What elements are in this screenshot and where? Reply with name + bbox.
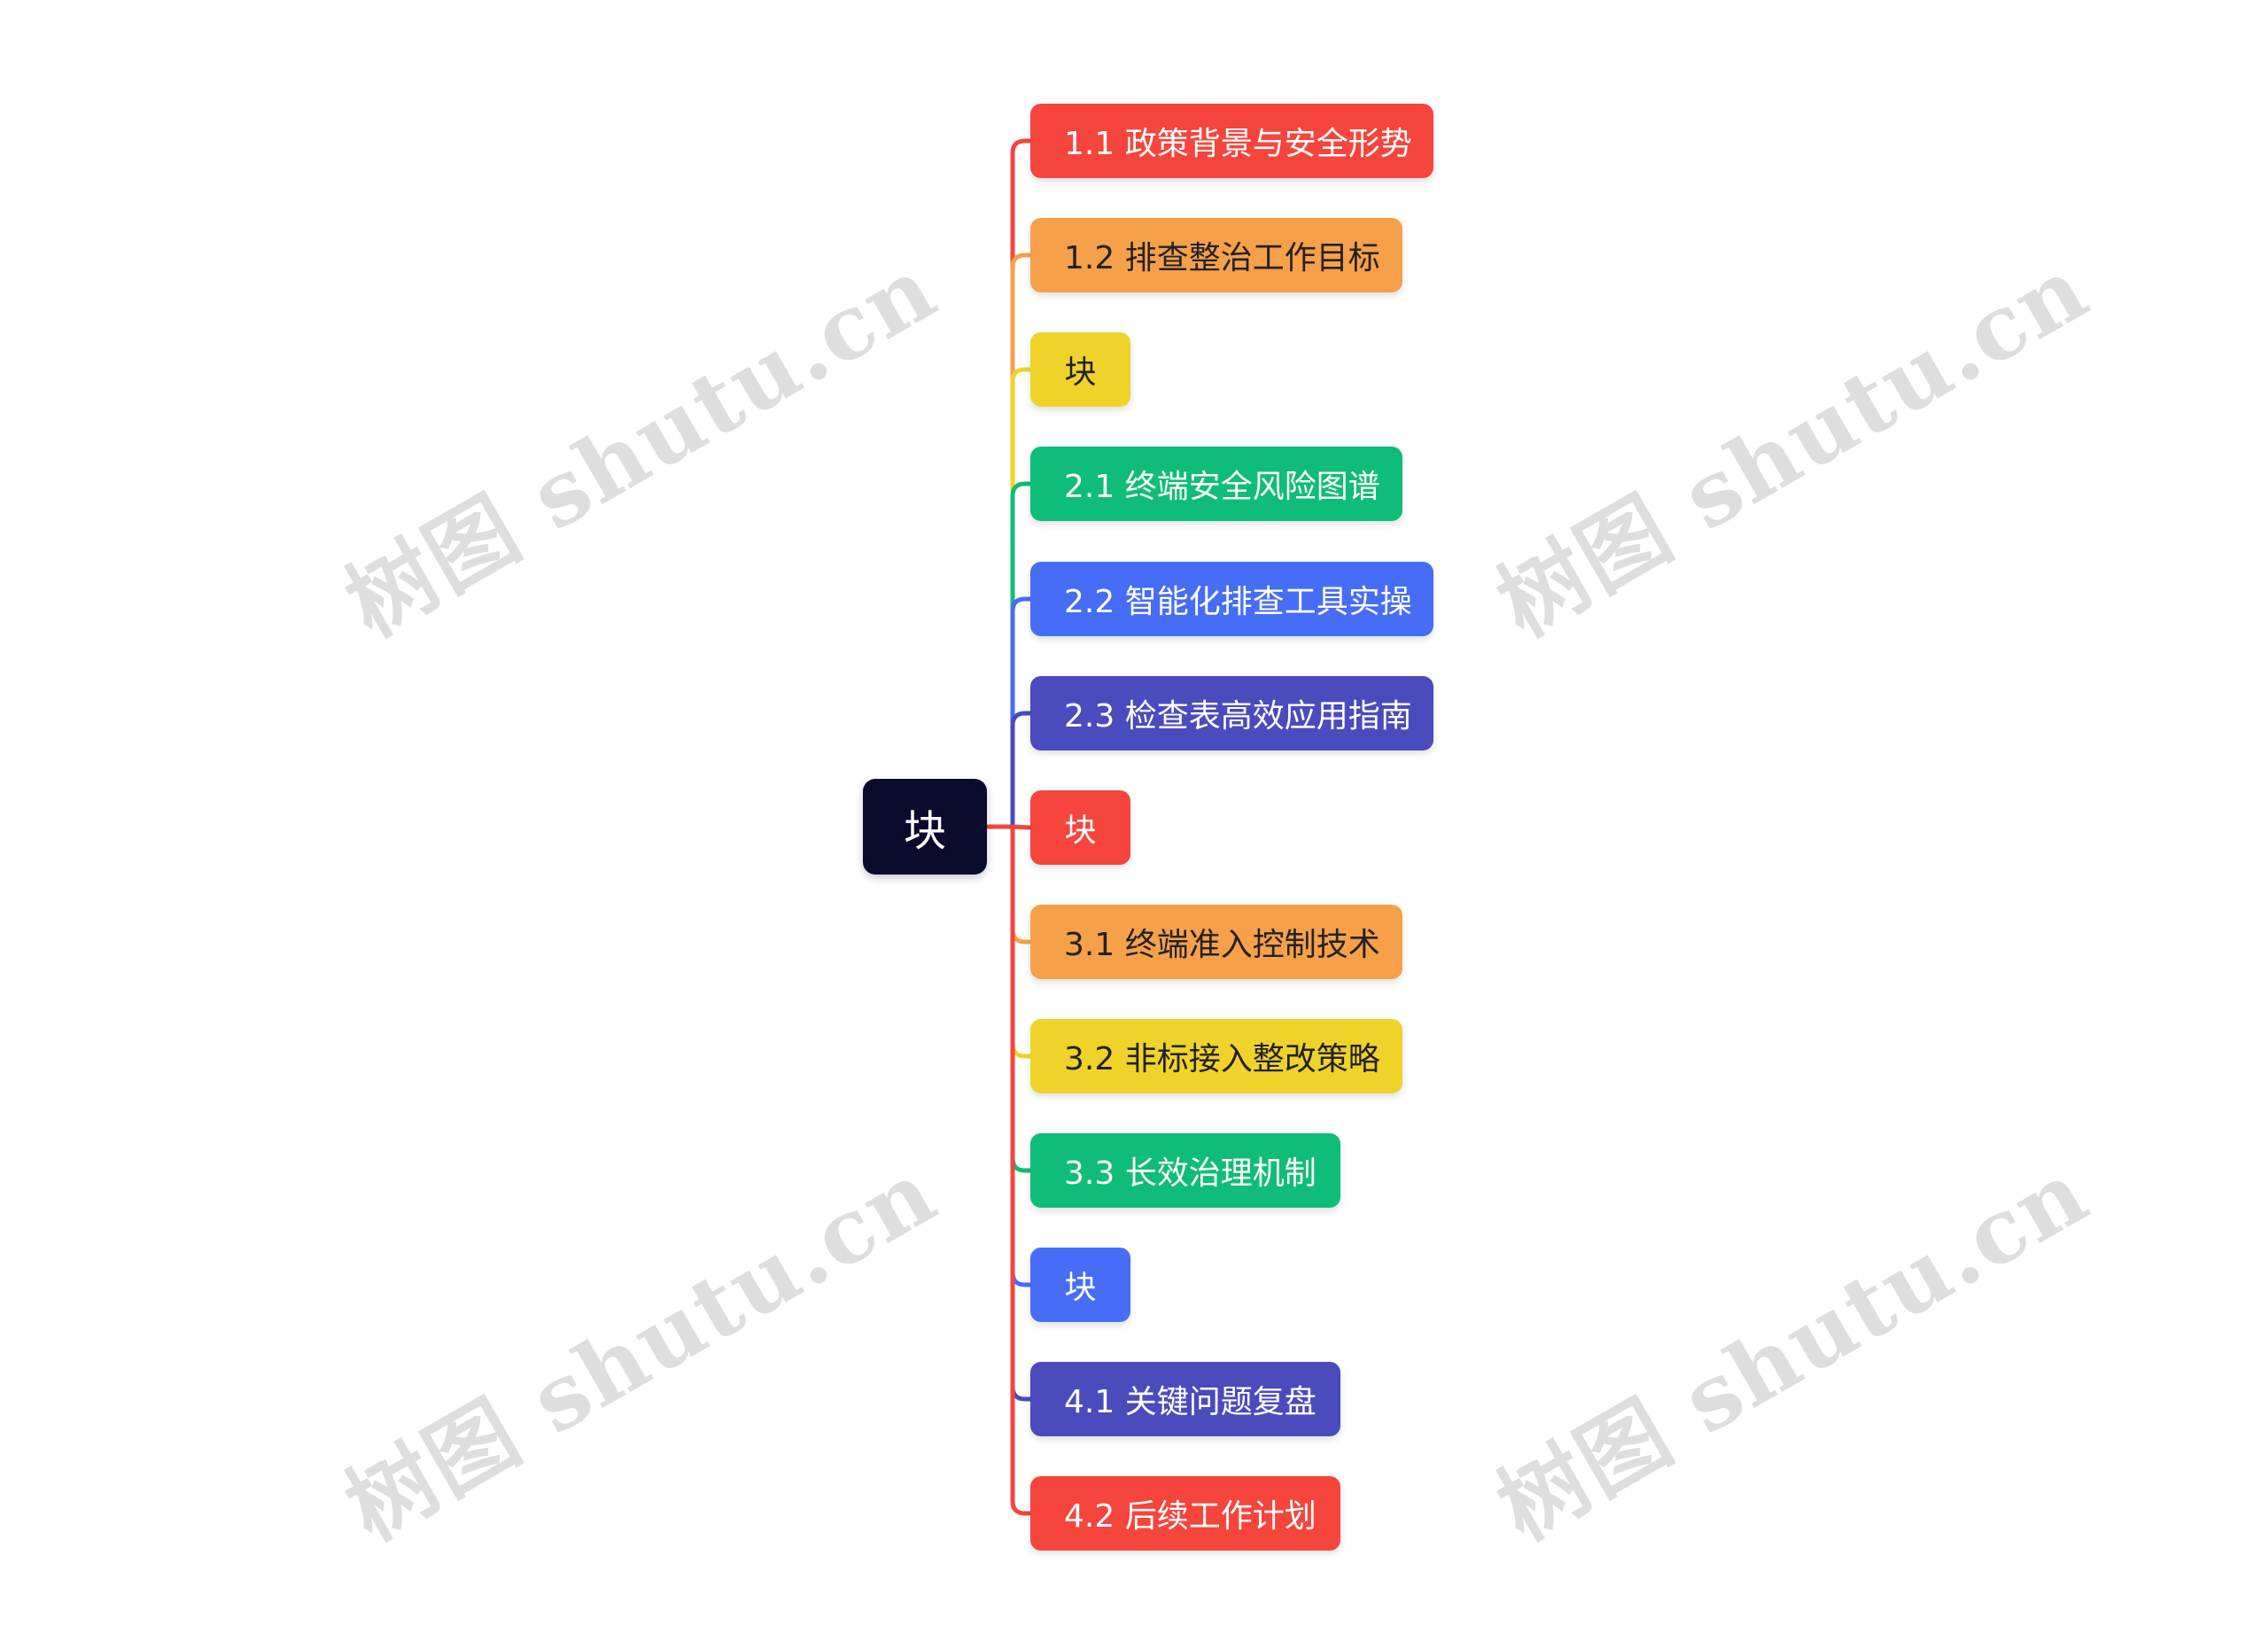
branch-connector bbox=[1010, 711, 1033, 829]
branch-connector bbox=[1010, 596, 1033, 829]
branch-node-label: 4.2 后续工作计划 bbox=[1064, 1498, 1317, 1535]
branch-connector bbox=[1010, 824, 1033, 1402]
branch-connector bbox=[1010, 824, 1033, 1173]
branch-node-label: 2.1 终端安全风险图谱 bbox=[1064, 469, 1380, 505]
branch-node[interactable]: 块 bbox=[1030, 332, 1130, 407]
branch-connector bbox=[1010, 367, 1033, 829]
branch-node-label: 1.1 政策背景与安全形势 bbox=[1064, 126, 1412, 162]
branch-node[interactable]: 3.1 终端准入控制技术 bbox=[1030, 905, 1402, 979]
branch-node[interactable]: 3.2 非标接入整改策略 bbox=[1030, 1019, 1402, 1093]
branch-connector bbox=[1010, 138, 1033, 829]
branch-node[interactable]: 4.2 后续工作计划 bbox=[1030, 1476, 1340, 1551]
branch-node[interactable]: 3.3 长效治理机制 bbox=[1030, 1133, 1340, 1208]
branch-connector bbox=[1010, 481, 1033, 829]
branch-node[interactable]: 2.3 检查表高效应用指南 bbox=[1030, 676, 1433, 750]
branch-node[interactable]: 1.1 政策背景与安全形势 bbox=[1030, 104, 1433, 178]
root-node-label: 块 bbox=[903, 806, 946, 856]
branch-node-label: 3.1 终端准入控制技术 bbox=[1064, 927, 1380, 963]
branch-node-label: 3.3 长效治理机制 bbox=[1064, 1155, 1317, 1192]
branch-node[interactable]: 4.1 关键问题复盘 bbox=[1030, 1362, 1340, 1436]
branch-node[interactable]: 块 bbox=[1030, 1248, 1130, 1322]
branch-node-label: 块 bbox=[1064, 354, 1097, 391]
branch-connector bbox=[1010, 253, 1033, 829]
branch-connector bbox=[1010, 824, 1033, 830]
branch-node-label: 2.3 检查表高效应用指南 bbox=[1064, 698, 1412, 735]
branch-node-label: 1.2 排查整治工作目标 bbox=[1064, 240, 1380, 276]
root-node[interactable]: 块 bbox=[863, 779, 987, 875]
branch-node[interactable]: 块 bbox=[1030, 790, 1130, 865]
branch-node-label: 块 bbox=[1064, 813, 1097, 849]
branch-connector bbox=[1010, 824, 1033, 1516]
branch-node-label: 2.2 智能化排查工具实操 bbox=[1064, 584, 1412, 620]
branch-node-label: 4.1 关键问题复盘 bbox=[1064, 1384, 1317, 1420]
branch-node[interactable]: 1.2 排查整治工作目标 bbox=[1030, 218, 1402, 292]
branch-node[interactable]: 2.2 智能化排查工具实操 bbox=[1030, 562, 1433, 636]
branch-node-label: 块 bbox=[1064, 1270, 1097, 1306]
branch-connector bbox=[1010, 824, 1033, 945]
branch-node[interactable]: 2.1 终端安全风险图谱 bbox=[1030, 447, 1402, 521]
branch-node-label: 3.2 非标接入整改策略 bbox=[1064, 1041, 1380, 1077]
